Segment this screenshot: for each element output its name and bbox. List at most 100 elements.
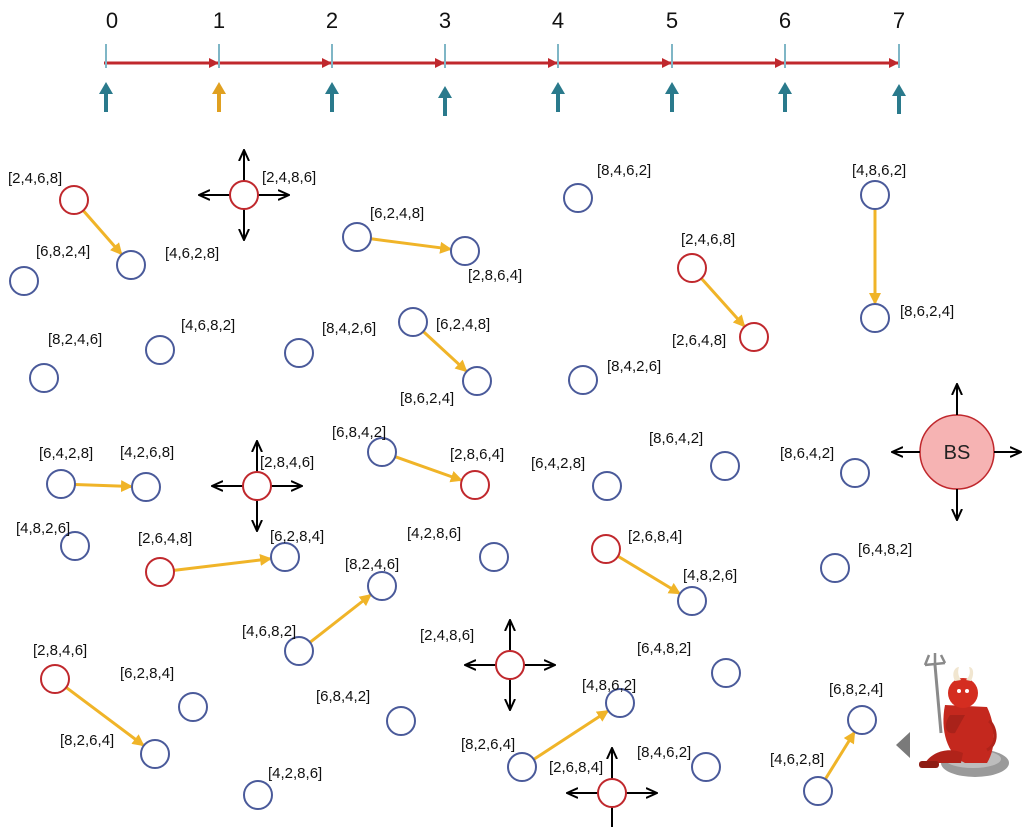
sensor-node [840,458,870,488]
node-key-label: [2,6,4,8] [672,332,726,349]
node-key-label: [8,6,4,2] [780,445,834,462]
node-key-label: [8,6,4,2] [649,430,703,447]
node-key-label: [2,8,4,6] [33,642,87,659]
sensor-node [178,692,208,722]
sensor-node [398,307,428,337]
node-key-label: [2,8,6,4] [468,267,522,284]
node-key-label: [6,8,2,4] [829,681,883,698]
transfer-arrow [173,554,273,572]
node-key-label: [8,6,2,4] [400,390,454,407]
sensor-node [563,183,593,213]
timeline-up-arrow-icon [892,84,906,114]
sensor-nodes [9,180,890,810]
timeline-up-arrow-icon [325,82,339,112]
timeline-tick-label: 2 [326,8,338,33]
timeline-tick-label: 1 [213,8,225,33]
sensor-node [460,470,490,500]
sensor-node [46,469,76,499]
timeline-tick-label: 5 [666,8,678,33]
sensor-node [605,688,635,718]
node-key-label: [2,4,8,6] [262,169,316,186]
sensor-node [860,180,890,210]
sensor-node [284,636,314,666]
node-key-label: [8,2,6,4] [60,732,114,749]
sensor-node [242,471,272,501]
devil-icon [919,653,1009,777]
sensor-node [243,780,273,810]
sensor-node [140,739,170,769]
node-key-label: [6,4,2,8] [531,455,585,472]
timeline-up-arrow-icon [438,86,452,116]
sensor-node [386,706,416,736]
transfer-arrow [82,209,123,256]
node-key-label: [2,8,4,6] [260,454,314,471]
transfer-arrow [422,330,468,373]
timeline-up-arrow-icon [778,82,792,112]
sensor-node [131,472,161,502]
node-key-label: [6,2,8,4] [270,528,324,545]
node-key-label: [4,8,6,2] [582,677,636,694]
timeline-up-arrow-icon [99,82,113,112]
node-key-label: [4,6,8,2] [242,623,296,640]
timeline-tick-label: 4 [552,8,564,33]
sensor-node [568,365,598,395]
sensor-node [691,752,721,782]
sensor-node [9,266,39,296]
sensor-node [677,253,707,283]
node-key-label: [6,2,4,8] [436,316,490,333]
sensor-node [145,335,175,365]
sensor-node [367,437,397,467]
timeline-tick-label: 6 [779,8,791,33]
transfer-arrow [617,554,681,595]
sensor-node [367,571,397,601]
sensor-node [739,322,769,352]
transfer-arrow [74,480,134,493]
transfer-arrow [700,277,746,328]
sensor-node [592,471,622,501]
node-key-label: [2,4,6,8] [681,231,735,248]
node-key-label: [6,4,8,2] [858,541,912,558]
sensor-node [495,650,525,680]
transfer-arrow [370,237,453,254]
sensor-node [116,250,146,280]
sensor-node [803,776,833,806]
transfer-arrows [65,209,881,780]
transfer-arrow [65,686,145,747]
sensor-node [820,553,850,583]
sensor-node [710,451,740,481]
timeline-highlight-arrow-icon [212,82,226,112]
jammer-signal-icon [896,732,910,758]
node-key-label: [2,6,8,4] [549,759,603,776]
node-key-label: [4,8,2,6] [683,567,737,584]
sensor-node [591,534,621,564]
node-key-label: [8,2,6,4] [461,736,515,753]
transfer-arrow [824,731,856,780]
sensor-node [479,542,509,572]
node-key-label: [6,2,8,4] [120,665,174,682]
node-key-label: [8,4,2,6] [607,358,661,375]
node-key-label: [8,2,4,6] [345,556,399,573]
transfer-arrow [394,455,463,483]
node-key-label: [6,4,8,2] [637,640,691,657]
sensor-node [711,658,741,688]
node-key-label: [8,6,2,4] [900,303,954,320]
sensor-node [229,180,259,210]
node-key-label: [2,4,6,8] [8,170,62,187]
broadcast-arrows [200,151,656,827]
sensor-node [847,705,877,735]
node-labels: [2,4,6,8] [6,8,2,4] [2,4,8,6] [4,6,2,8] [6,2… [8,162,954,782]
node-key-label: [4,8,2,6] [16,520,70,537]
node-key-label: [4,2,8,6] [268,765,322,782]
sensor-node [597,778,627,808]
sensor-node [450,236,480,266]
sensor-node [677,586,707,616]
node-key-label: [6,2,4,8] [370,205,424,222]
transfer-arrow [309,594,372,644]
base-station: BS [893,385,1020,519]
node-key-label: [8,4,6,2] [597,162,651,179]
sensor-node [860,303,890,333]
node-key-label: [4,6,2,8] [770,751,824,768]
timeline-tick-label: 3 [439,8,451,33]
